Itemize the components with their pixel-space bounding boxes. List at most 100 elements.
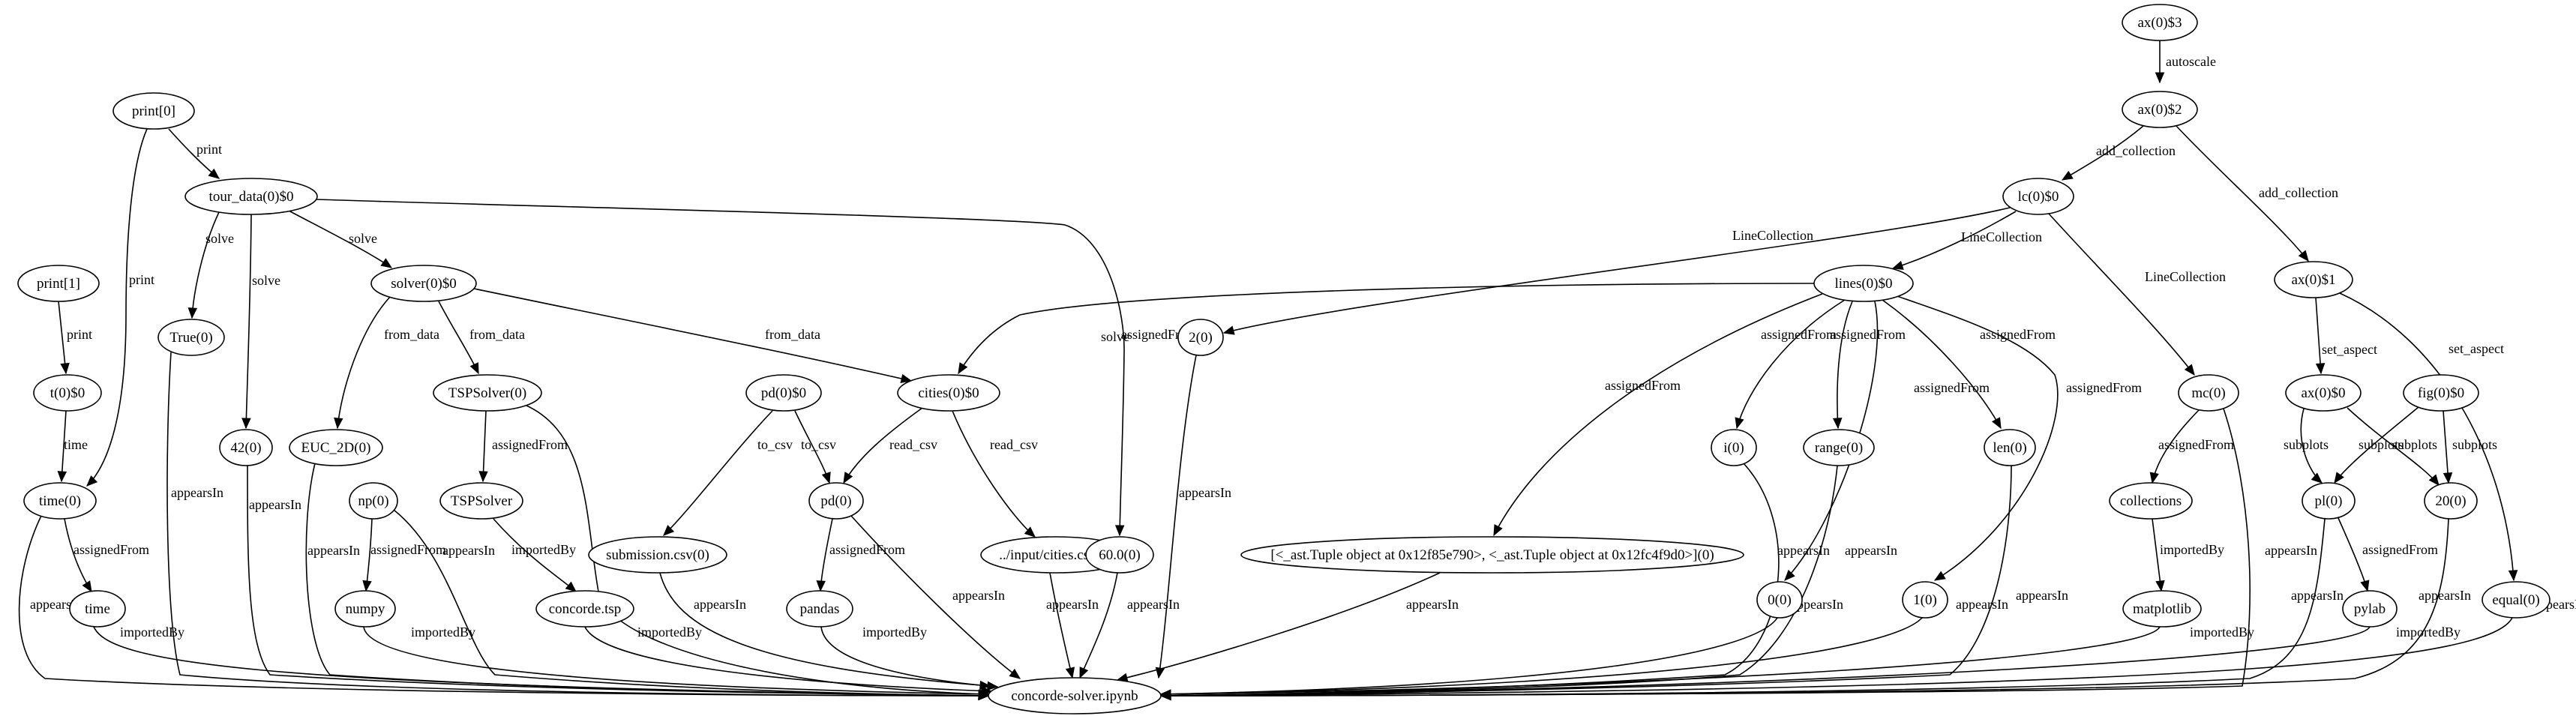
arrow-head [2298,250,2309,262]
node-label: ax(0)$1 [2291,272,2335,288]
node-label: np(0) [358,493,388,509]
node-label: TSPSolver [451,493,513,509]
edge-label: importedBy [2396,625,2461,640]
edge-n37-n43: importedBy [93,625,990,701]
node-label: 42(0) [230,440,261,456]
arrow-head [816,580,826,592]
edge-n5-n18: solve [241,214,280,430]
edge-line [61,410,67,482]
edge-label: read_csv [990,437,1038,452]
node-ellipse [808,482,864,520]
edge-n39-n43: importedBy [584,625,993,696]
node-label: pandas [800,601,840,617]
edge-label: set_aspect [2322,342,2377,357]
edge-n5-n7: solve [288,210,393,268]
arrow-head [187,307,198,319]
edge-n17-n27: subplots [2334,406,2437,484]
node-n15: mc(0) [2178,374,2239,412]
edge-line [191,211,220,319]
node-n30: submission.csv(0) [588,536,727,574]
edge-label: time [64,437,88,452]
node-ellipse [1240,536,1744,574]
edge-line [958,283,1816,374]
edge-n1-n4: add_collection [2176,125,2338,262]
node-n40: pandas [786,590,853,628]
arrow-head [2184,364,2195,376]
edge-label: assignedFrom [73,542,149,557]
node-label: time [85,601,110,617]
edge-n29-n37: assignedFrom [64,518,149,593]
edge-n2-n29: print [86,128,154,487]
node-label: tour_data(0)$0 [209,189,294,205]
edge-line [245,214,252,429]
edge-n6-n10: print [58,301,92,375]
arrow-head [1222,325,1235,335]
edge-n9-n43: appearsIn [166,352,990,701]
node-n42: pylab [2342,590,2398,628]
edge-n12-n24: assignedFrom [478,410,568,483]
edge-line [584,626,992,692]
arrow-head [362,580,372,592]
edge-n11-n43: appearsIn [1155,355,1231,679]
edge-label: appearsIn [442,543,495,558]
edge-n16-n27: subplots [2284,408,2329,484]
arrow-head [981,686,993,696]
edge-n17-n28: subplots [2443,410,2497,484]
node-ellipse [1984,429,2036,466]
node-n23: np(0) [349,482,398,520]
node-label: matplotlib [2133,601,2191,617]
edge-line [1493,293,1823,536]
node-label: ax(0)$2 [2137,102,2182,118]
node-ellipse [786,590,853,628]
arrow-head [86,475,98,487]
node-label: pd(0)$0 [761,385,806,401]
edge-n3-n11: LineCollection [1222,207,2011,335]
node-n41: matplotlib [2122,590,2202,628]
edge-n5-n32: solve [316,199,1129,537]
edge-label: assignedFrom [1761,327,1837,342]
arrow-head [1784,569,1795,581]
node-ellipse [2482,581,2551,619]
edge-line [1160,463,1780,697]
edge-n0-n1: autoscale [2155,40,2216,84]
edge-label: to_csv [801,437,836,452]
edge-label: appearsIn [1845,543,1897,558]
edge-line [305,463,989,697]
edge-n8-n22: assignedFrom [1882,299,2056,430]
edge-label: appearsIn [952,588,1005,603]
node-ellipse [535,590,634,628]
node-ellipse [2122,4,2198,41]
edge-label: subplots [2284,437,2329,452]
edge-line [1049,572,1073,679]
node-label: len(0) [1993,440,2026,456]
node-n18: 42(0) [219,429,273,466]
edge-label: importedBy [2190,625,2254,640]
node-label: range(0) [1815,440,1863,456]
edge-n42-n43: importedBy [1159,625,2461,701]
node-n34: 0(0) [1756,581,1803,619]
edge-n23-n43: appearsIn [393,509,990,701]
node-n17: fig(0)$0 [2403,374,2479,412]
edge-label: appearsIn [2291,588,2344,603]
arrow-head [2315,363,2326,375]
edge-label: assignedFrom [2158,437,2234,452]
edge-label: assignedFrom [370,542,446,557]
edge-line [820,626,998,688]
node-n11: 2(0) [1177,319,1224,356]
edge-label: assignedFrom [2066,380,2142,395]
edge-n23-n38: assignedFrom [362,518,446,592]
arrow-head [2061,170,2074,181]
edge-label: subplots [2452,437,2497,452]
node-n2: print[0] [112,92,195,130]
node-ellipse [2178,374,2239,412]
node-label: cities(0)$0 [918,385,979,401]
node-n27: pl(0) [2302,482,2356,520]
arrow-head [821,472,831,484]
arrow-head [2311,472,2323,484]
node-n20: i(0) [1711,429,1757,466]
edge-label: autoscale [2166,54,2216,69]
edge-line [1079,572,1118,679]
node-label: ../input/cities.csv(0) [999,547,1112,563]
node-n39: concorde.tsp [535,590,634,628]
arrow-head [1493,524,1503,537]
